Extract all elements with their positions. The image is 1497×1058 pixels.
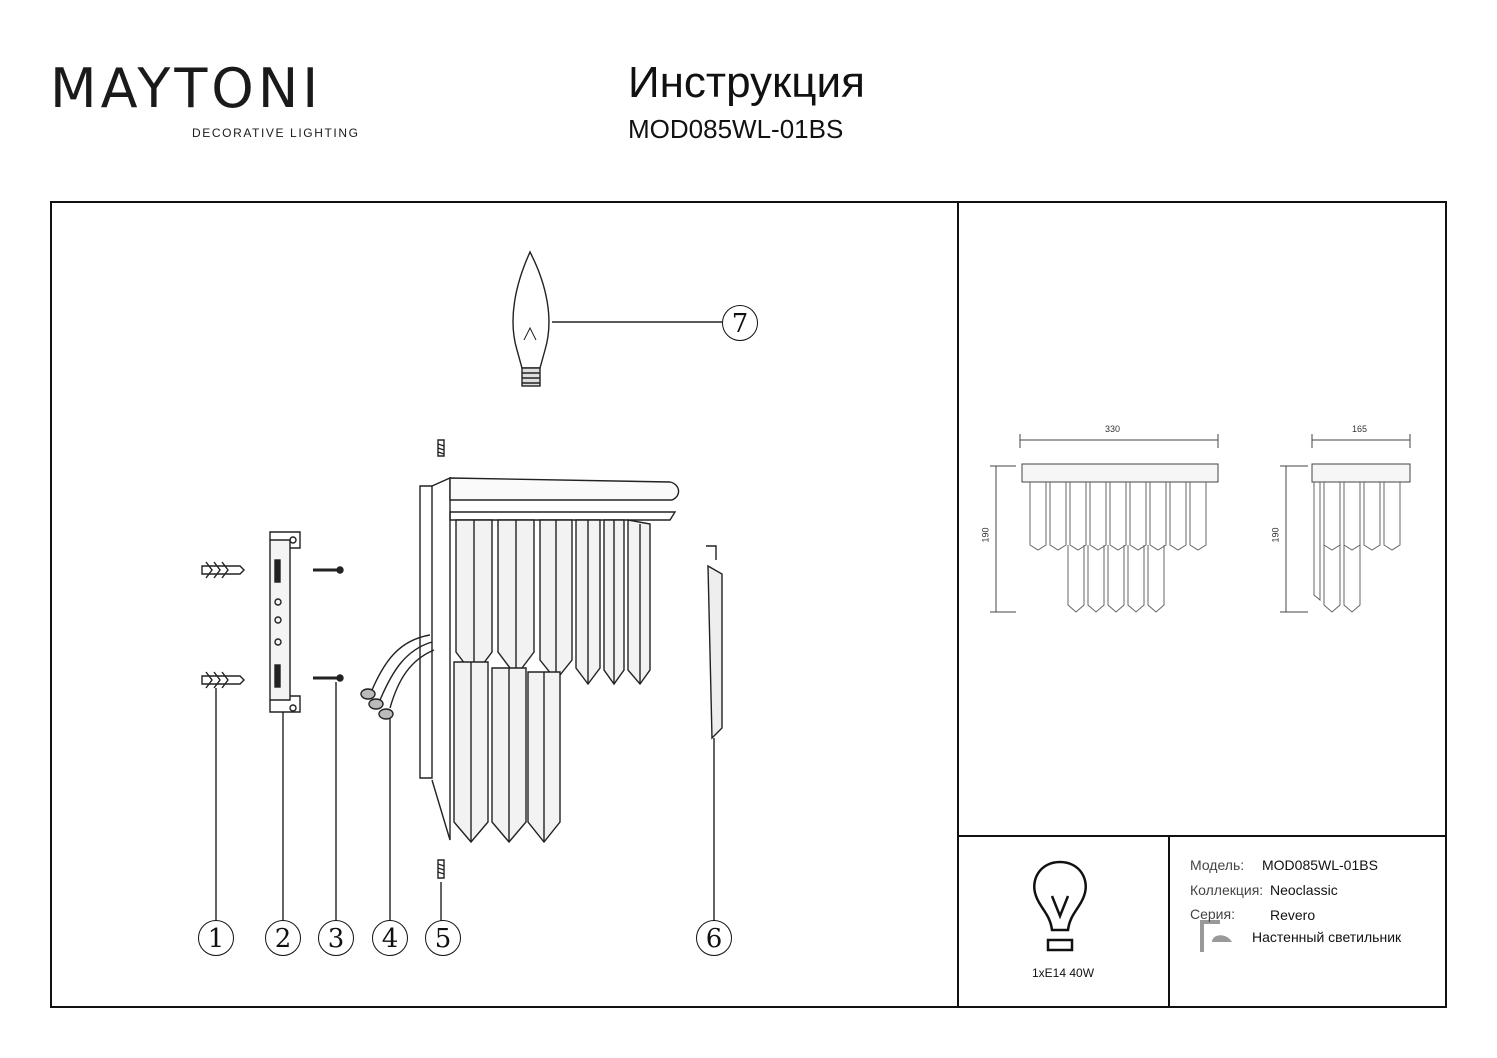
- lamp-spec: 1xE14 40W: [1032, 966, 1095, 980]
- callout-6: 6: [696, 920, 732, 956]
- callout-3: 3: [318, 920, 354, 956]
- front-height-label: 190: [980, 527, 991, 543]
- page-title: Инструкция: [628, 58, 865, 107]
- side-width-label: 165: [1352, 424, 1368, 434]
- front-width-label: 330: [1105, 424, 1121, 434]
- dowel-bottom: [201, 671, 245, 689]
- brand-logo: MAYTONI: [50, 57, 323, 120]
- model-code: MOD085WL-01BS: [628, 114, 844, 144]
- wall-lamp-icon: [1200, 920, 1232, 952]
- main-frame: [50, 201, 1447, 1008]
- side-height-label: 190: [1270, 527, 1281, 543]
- frame-divider-info: [1168, 835, 1170, 1008]
- frame-divider-horizontal: [957, 835, 1447, 837]
- callout-7: 7: [722, 305, 758, 341]
- frame-divider-vertical: [957, 201, 959, 1008]
- dowel-top: [201, 561, 245, 579]
- series-label: Серия:: [1190, 906, 1235, 922]
- type-value: Настенный светильник: [1252, 929, 1402, 945]
- bulb-icon: [1033, 860, 1087, 952]
- series-value: Revero: [1270, 907, 1316, 923]
- collection-label: Коллекция:: [1190, 882, 1264, 898]
- callout-4: 4: [372, 920, 408, 956]
- brand-subtitle: DECORATIVE LIGHTING: [192, 126, 360, 140]
- callout-1: 1: [198, 920, 234, 956]
- model-value: MOD085WL-01BS: [1262, 857, 1378, 873]
- callout-2: 2: [265, 920, 301, 956]
- dimension-drawings: [990, 434, 1411, 613]
- collection-value: Neoclassic: [1270, 882, 1338, 898]
- callout-5: 5: [425, 920, 461, 956]
- model-label: Модель:: [1190, 857, 1245, 873]
